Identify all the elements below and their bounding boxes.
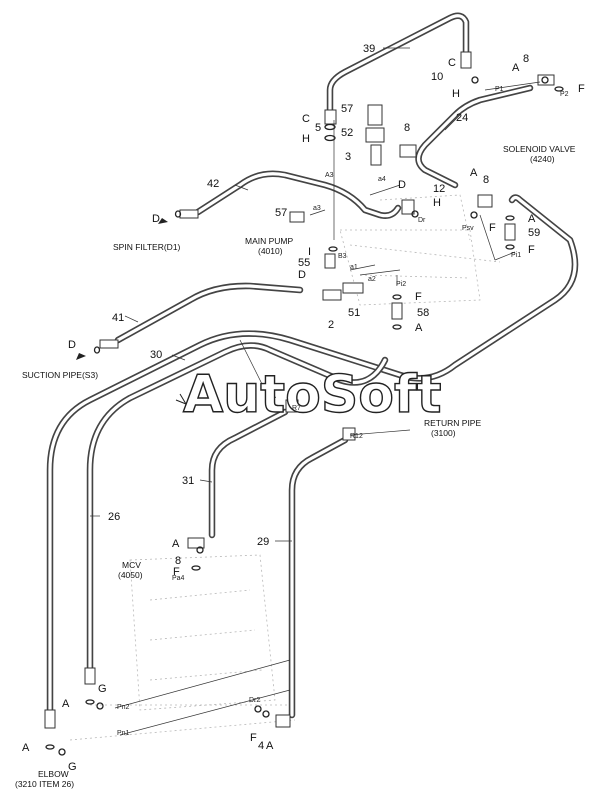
- caption-main-pump-no: (4010): [258, 246, 283, 256]
- hoses: [46, 12, 579, 719]
- port-p1: P1: [495, 86, 504, 93]
- part-55: 55: [298, 257, 310, 269]
- caption-elbow: ELBOW: [38, 769, 69, 779]
- letter-a-right: A: [470, 167, 478, 179]
- part-58: 58: [417, 307, 429, 319]
- letter-d-pump: D: [298, 269, 306, 281]
- part-39: 39: [363, 43, 375, 55]
- caption-spin-filter: SPIN FILTER(D1): [113, 242, 181, 252]
- port-pi2: Pi2: [396, 281, 406, 288]
- part-26: 26: [108, 511, 120, 523]
- caption-solenoid-valve: SOLENOID VALVE: [503, 144, 576, 154]
- letter-f-dr2: F: [250, 732, 257, 744]
- letter-a-59: A: [528, 213, 536, 225]
- port-a1: a1: [350, 264, 358, 271]
- part-59: 59: [528, 227, 540, 239]
- watermark: AutoSoft: [183, 365, 442, 425]
- letter-c-top: C: [448, 57, 456, 69]
- port-a4: a4: [378, 176, 386, 183]
- part-57-mid: 57: [275, 207, 287, 219]
- port-p2: P2: [560, 91, 569, 98]
- port-pn2: Pn2: [117, 704, 130, 711]
- part-29: 29: [257, 536, 269, 548]
- port-pn1: Pn1: [117, 730, 130, 737]
- port-r7: R7: [292, 405, 301, 412]
- caption-mcv-no: (4050): [118, 570, 143, 580]
- letter-g-elbow: G: [68, 761, 77, 773]
- caption-solenoid-valve-no: (4240): [530, 154, 555, 164]
- letter-h-12: H: [433, 197, 441, 209]
- part-24: 24: [456, 112, 468, 124]
- letter-i-pump: I: [308, 246, 311, 258]
- port-dr: Dr: [418, 217, 426, 224]
- part-5: 5: [315, 122, 321, 134]
- part-30: 30: [150, 349, 162, 361]
- part-51: 51: [348, 307, 360, 319]
- port-pi1: Pi1: [511, 252, 521, 259]
- letter-h-top: H: [452, 88, 460, 100]
- caption-main-pump: MAIN PUMP: [245, 236, 294, 246]
- fittings: [44, 51, 564, 756]
- hose-39: [326, 12, 470, 114]
- letter-f-58: F: [415, 291, 422, 303]
- letter-a-58: A: [415, 322, 423, 334]
- letter-a-sv: A: [512, 62, 520, 74]
- port-dr2: Dr2: [249, 697, 260, 704]
- part-8-top: 8: [523, 53, 529, 65]
- letter-a-dr2: A: [266, 740, 274, 752]
- letter-h-mid: H: [302, 133, 310, 145]
- arrows: [76, 218, 276, 405]
- port-r12: R12: [350, 433, 363, 440]
- port-a3: A3: [325, 172, 334, 179]
- letter-codes: C H A F C H D H A F A F D I D F A D A F …: [22, 57, 585, 773]
- port-labels: P1 P2 A3 a4 Dr Psv Pi1 a3 B3 a1 a2 Pi2 R…: [117, 86, 569, 737]
- part-4: 4: [258, 740, 264, 752]
- letter-f-psv: F: [489, 222, 496, 234]
- port-psv: Psv: [462, 225, 474, 232]
- letter-d-12: D: [398, 179, 406, 191]
- caption-suction-pipe: SUCTION PIPE(S3): [22, 370, 98, 380]
- part-42: 42: [207, 178, 219, 190]
- caption-elbow-no: (3210 ITEM 26): [15, 779, 74, 789]
- letter-c-mid: C: [302, 113, 310, 125]
- captions: SOLENOID VALVE (4240) SPIN FILTER(D1) MA…: [15, 144, 576, 789]
- part-41: 41: [112, 312, 124, 324]
- part-numbers: 39 10 8 57 5 52 8 3 24 42 12 8 57 59 55 …: [108, 43, 540, 752]
- caption-return-pipe-no: (3100): [431, 428, 456, 438]
- part-2: 2: [328, 319, 334, 331]
- part-10: 10: [431, 71, 443, 83]
- hose-30: [46, 194, 579, 714]
- port-a2: a2: [368, 276, 376, 283]
- part-31: 31: [182, 475, 194, 487]
- arrow-suction: [76, 353, 86, 360]
- port-b3: B3: [338, 253, 347, 260]
- caption-mcv: MCV: [122, 560, 141, 570]
- caption-return-pipe: RETURN PIPE: [424, 418, 481, 428]
- letter-a-pn2: A: [62, 698, 70, 710]
- arrow-spin-filter: [158, 218, 168, 224]
- letter-f-sv: F: [578, 83, 585, 95]
- hose-41: [114, 282, 304, 344]
- part-12: 12: [433, 183, 445, 195]
- letter-d-spin: D: [152, 213, 160, 225]
- letter-d-suction: D: [68, 339, 76, 351]
- ghost-outlines: [69, 194, 501, 741]
- letter-f-mcv: F: [173, 566, 180, 578]
- letter-a-mcv: A: [172, 538, 180, 550]
- part-8-mid: 8: [404, 122, 410, 134]
- part-57-top: 57: [341, 103, 353, 115]
- part-8-right: 8: [483, 174, 489, 186]
- letter-f-59: F: [528, 244, 535, 256]
- part-52: 52: [341, 127, 353, 139]
- hose-29: [288, 436, 349, 719]
- part-3: 3: [345, 151, 351, 163]
- leader-lines: [90, 47, 541, 736]
- port-a3-small: a3: [313, 205, 321, 212]
- arrow-up: [268, 390, 276, 398]
- part-8-mcv: 8: [175, 555, 181, 567]
- port-pa4: Pa4: [172, 575, 185, 582]
- letter-g-pn2: G: [98, 683, 107, 695]
- letter-a-elbow: A: [22, 742, 30, 754]
